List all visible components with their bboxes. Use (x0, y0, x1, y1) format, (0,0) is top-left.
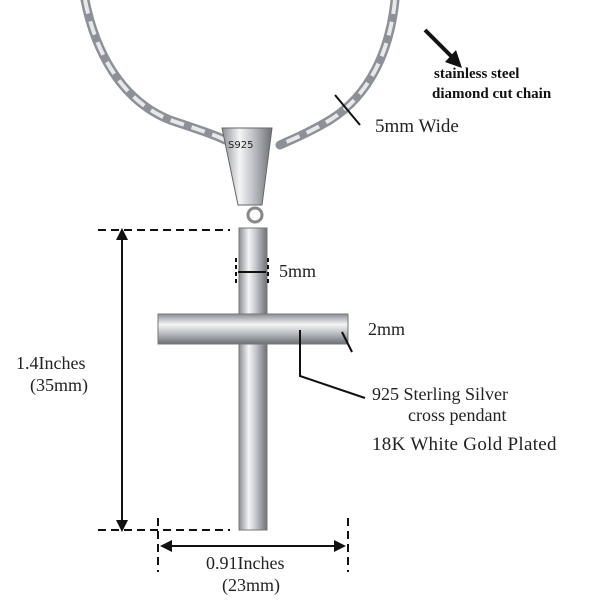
dimension-lines (98, 28, 457, 572)
thickness-label: 2mm (368, 319, 406, 339)
chain-type-line2: diamond cut chain (432, 86, 552, 102)
chain (80, 0, 400, 150)
bail (221, 127, 273, 206)
plating-label: 18K White Gold Plated (372, 434, 557, 455)
cross-horizontal-bar (157, 313, 349, 345)
chain-highlight (83, 0, 397, 147)
material-line2: cross pendant (408, 405, 507, 425)
cross-vertical-bar (238, 227, 268, 531)
bail-stamp: S925 (228, 140, 254, 151)
height-mm-label: (35mm) (30, 375, 88, 395)
height-inches-label: 1.4Inches (16, 353, 86, 373)
bail-ring (246, 206, 264, 224)
chain-type-line1: stainless steel (434, 66, 520, 82)
bar-width-label: 5mm (279, 261, 317, 281)
arrowheads (116, 50, 462, 552)
width-inches-label: 0.91Inches (206, 553, 285, 573)
width-mm-label: (23mm) (222, 575, 280, 595)
chain-width-label: 5mm Wide (375, 116, 459, 137)
material-line1: 925 Sterling Silver (372, 384, 508, 404)
